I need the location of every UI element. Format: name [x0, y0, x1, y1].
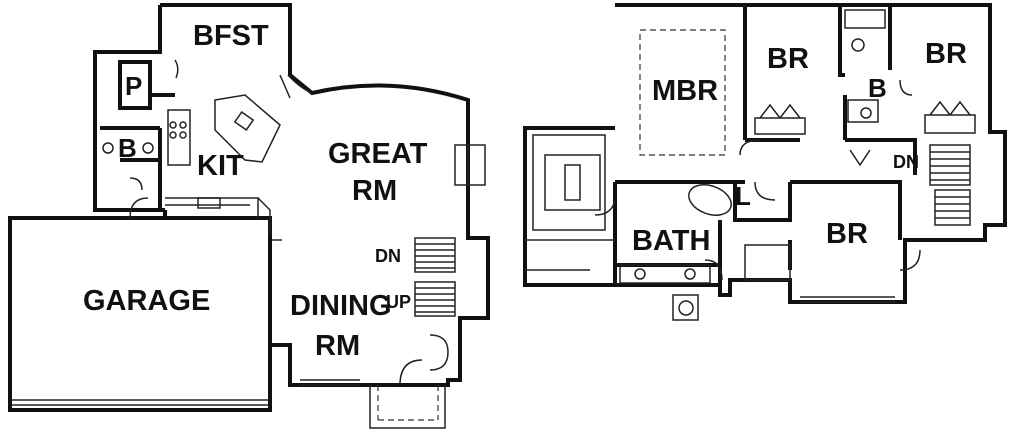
room-label-dining-line2: RM: [315, 330, 360, 362]
stair-label-up: UP: [386, 292, 411, 312]
stair-label-down-upper: DN: [893, 152, 919, 172]
kitchen-counter: [167, 109, 191, 166]
room-label-master-bedroom: MBR: [652, 75, 718, 107]
room-label-great-room-line1: GREAT: [328, 138, 428, 170]
fireplace: [454, 144, 486, 186]
room-label-hall-bath: B: [868, 73, 887, 103]
room-label-pantry: P: [125, 71, 142, 101]
room-label-bedroom-south: BR: [826, 218, 868, 250]
room-label-bedroom-northeast: BR: [925, 38, 967, 70]
stairs-first-floor: [414, 237, 456, 317]
kitchen-island: [214, 94, 281, 163]
door-swing: [287, 74, 313, 94]
room-label-main-bath: BATH: [632, 225, 710, 257]
room-label-kitchen: KIT: [197, 150, 244, 182]
front-porch: [369, 385, 446, 429]
garage-walls: [8, 216, 272, 412]
room-label-bedroom-north: BR: [767, 43, 809, 75]
mbr-tray-ceiling: [639, 29, 726, 156]
door-swing: [129, 197, 149, 219]
west-wing-walls: [93, 5, 165, 212]
house-outline-first-floor: [160, 3, 490, 387]
room-label-powder-bath: B: [118, 133, 137, 163]
bathtub: [688, 184, 732, 216]
second-floor-plan: MBR BR BR BR B L BATH DN: [523, 3, 1007, 321]
stairs-second-floor: [929, 144, 971, 226]
room-label-linen: L: [735, 181, 751, 211]
first-floor-plan: BFST P B KIT GREAT RM GARAGE DINING RM D…: [8, 3, 490, 429]
room-label-great-room-line2: RM: [352, 175, 397, 207]
room-label-dining-line1: DINING: [290, 290, 392, 322]
room-label-garage: GARAGE: [83, 285, 210, 317]
stair-label-down: DN: [375, 246, 401, 266]
door-swing: [399, 359, 423, 386]
room-label-breakfast: BFST: [193, 20, 269, 52]
